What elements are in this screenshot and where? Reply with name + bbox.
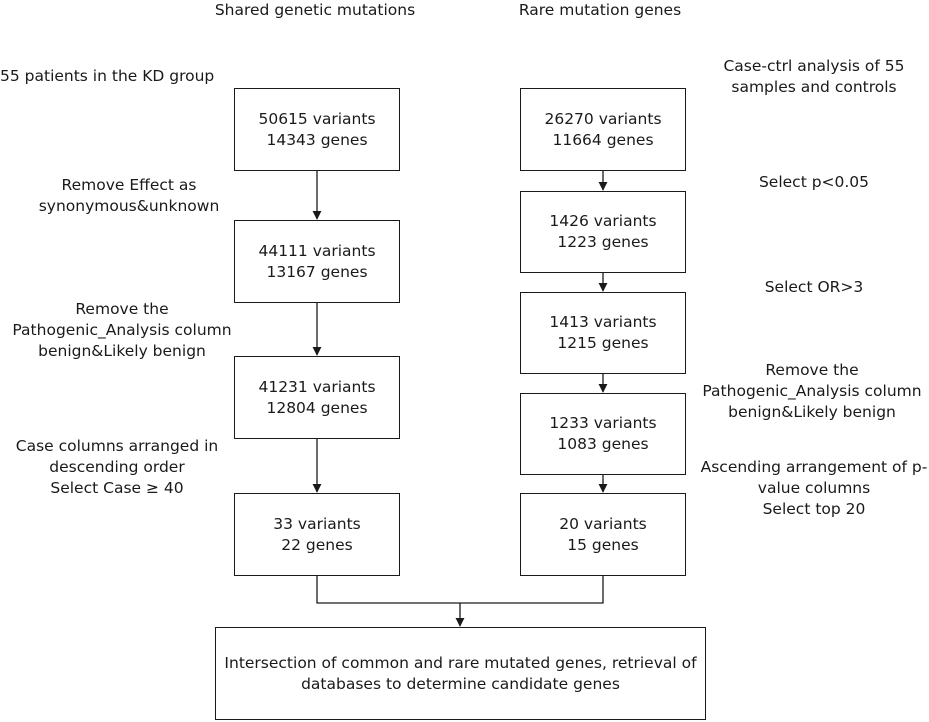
box-genes: 1083 genes	[557, 435, 649, 453]
right-annotation-case-ctrl: Case-ctrl analysis of 55 samples and con…	[723, 57, 905, 96]
box-variants: 26270 variants	[544, 109, 662, 128]
box-genes: 22 genes	[281, 535, 353, 554]
final-box-line: Intersection of common and rare mutated …	[224, 653, 697, 672]
box-genes: 12804 genes	[266, 398, 368, 417]
left-annotation-case-columns: Case columns arranged in descending orde…	[15, 437, 219, 497]
right-step-box-3: 1413 variants 1215 genes	[520, 292, 686, 374]
right-annotation-remove-pathogenic: Remove the Pathogenic_Analysis column be…	[702, 361, 922, 421]
left-annotation-remove-pathogenic: Remove the Pathogenic_Analysis column be…	[12, 300, 232, 360]
right-step-box-4: 1233 variants 1083 genes	[520, 393, 686, 475]
left-step-box-2: 44111 variants 13167 genes	[234, 220, 400, 303]
heading-shared-genetic-mutations: Shared genetic mutations	[214, 1, 416, 19]
left-step-box-1: 50615 variants 14343 genes	[234, 88, 400, 171]
left-annotation-remove-effect: Remove Effect as synonymous&unknown	[38, 176, 220, 215]
box-genes: 15 genes	[567, 535, 639, 554]
box-variants: 1413 variants	[549, 313, 657, 331]
box-variants: 20 variants	[559, 514, 647, 533]
box-genes: 13167 genes	[266, 262, 368, 281]
right-annotation-ascending: Ascending arrangement of p- value column…	[700, 458, 928, 518]
box-genes: 11664 genes	[552, 130, 654, 149]
right-step-box-5: 20 variants 15 genes	[520, 493, 686, 576]
left-step-box-4: 33 variants 22 genes	[234, 493, 400, 576]
box-variants: 1233 variants	[549, 414, 657, 432]
box-genes: 1223 genes	[557, 233, 649, 251]
box-variants: 50615 variants	[258, 109, 376, 128]
merge-connector	[316, 576, 604, 604]
right-step-box-2: 1426 variants 1223 genes	[520, 191, 686, 273]
left-step-box-3: 41231 variants 12804 genes	[234, 356, 400, 439]
final-box-line: databases to determine candidate genes	[301, 674, 620, 693]
box-variants: 44111 variants	[258, 241, 376, 260]
box-variants: 41231 variants	[258, 377, 376, 396]
final-intersection-box: Intersection of common and rare mutated …	[215, 627, 706, 720]
heading-rare-mutation-genes: Rare mutation genes	[518, 1, 682, 19]
right-annotation-select-or: Select OR>3	[764, 278, 864, 296]
box-genes: 14343 genes	[266, 130, 368, 149]
box-genes: 1215 genes	[557, 334, 649, 352]
right-annotation-select-p: Select p<0.05	[758, 173, 870, 191]
box-variants: 33 variants	[273, 514, 361, 533]
left-annotation-patients: 55 patients in the KD group	[0, 67, 215, 85]
box-variants: 1426 variants	[549, 212, 657, 230]
right-step-box-1: 26270 variants 11664 genes	[520, 88, 686, 171]
